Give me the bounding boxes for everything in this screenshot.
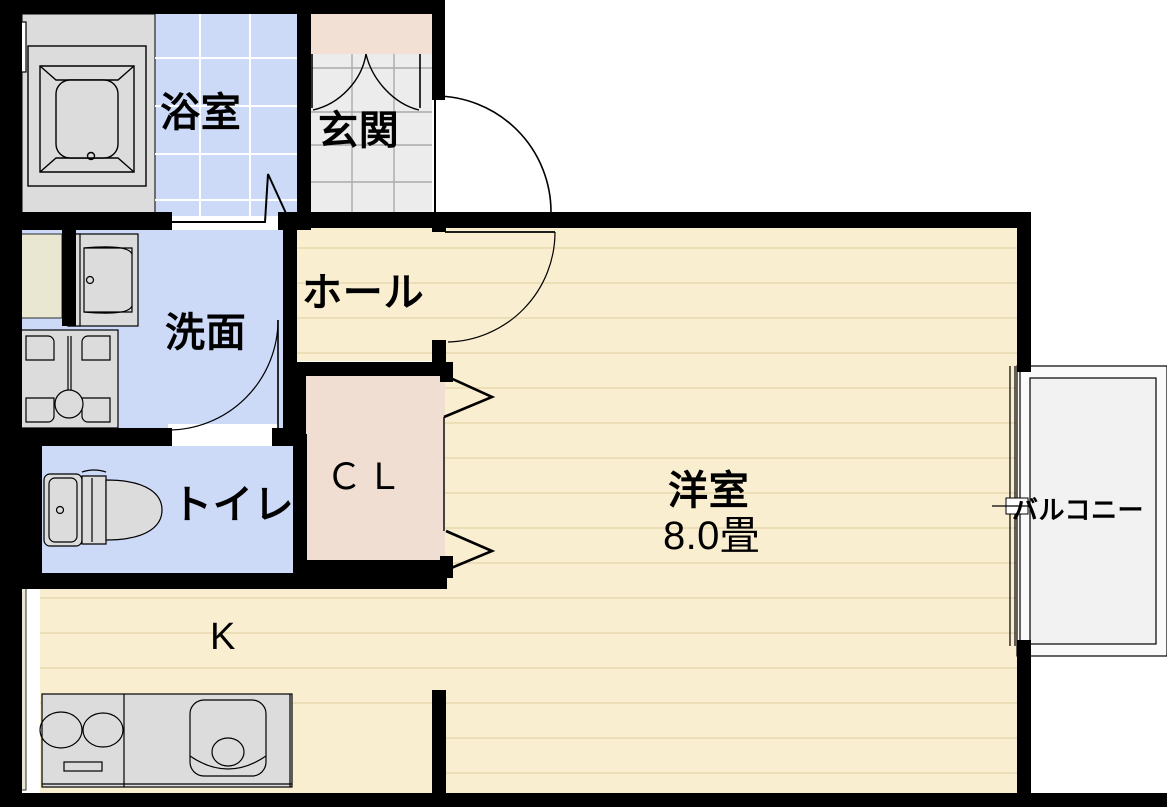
wall-outer-bottom <box>0 793 1167 807</box>
entrance-tile-grid <box>310 54 432 226</box>
main-room-floor-lines <box>445 247 1017 774</box>
meter-box <box>17 233 63 319</box>
room-label-closet: ＣＬ <box>326 456 407 497</box>
wall-bath-bottom <box>0 212 172 230</box>
washer-pan-icon <box>19 329 119 429</box>
wall-wash-bottom-right <box>272 428 297 446</box>
balcony-sliding-door <box>992 366 1029 646</box>
wall-kitchen-room-stub <box>432 690 446 795</box>
sink-drain <box>211 737 245 767</box>
entrance-door <box>434 95 552 213</box>
bathroom-folding-door <box>162 173 291 228</box>
wall-bath-entrance <box>297 0 311 228</box>
wall-hall-jamb-top <box>432 212 446 232</box>
wall-toilet-left <box>22 428 42 588</box>
room-label-kitchen: K <box>210 616 237 658</box>
stove-grill <box>63 761 103 772</box>
main-room-floor <box>445 226 1017 793</box>
toilet-icon <box>43 469 163 547</box>
wall-room-right-upper <box>1017 212 1031 372</box>
room-label-main-room-area: 8.0畳 <box>663 514 761 558</box>
wall-closet-top <box>293 362 453 376</box>
vanity-icon <box>67 233 139 327</box>
room-label-entrance: 玄関 <box>318 108 400 154</box>
room-label-hall: ホール <box>302 270 425 316</box>
bathtub-icon <box>27 45 147 187</box>
wall-closet-right-top <box>440 362 453 382</box>
room-label-washroom: 洗面 <box>165 310 247 356</box>
hall-floor-lines <box>297 247 445 354</box>
wall-outer-top-left <box>0 0 445 14</box>
room-label-main-room: 洋室 <box>668 468 750 514</box>
bathroom-tile-grid <box>155 14 297 226</box>
wall-left-window-top <box>0 0 22 22</box>
hall-room-door <box>445 231 556 343</box>
washroom-door <box>167 319 279 436</box>
room-label-toilet: トイレ <box>172 482 295 528</box>
stove-burner-right <box>82 712 124 748</box>
room-label-balcony: バルコニー <box>1012 496 1145 526</box>
wall-room-right-lower <box>1017 640 1031 800</box>
wall-hall-jamb-bottom <box>432 340 446 364</box>
kitchen-counter <box>39 693 293 788</box>
wall-left-window-bottom <box>0 72 22 807</box>
wall-entrance-bottom <box>297 212 445 228</box>
wall-vanity-divider <box>62 230 76 326</box>
wall-toilet-bottom <box>22 573 447 589</box>
balcony <box>1016 365 1167 657</box>
wall-room-top <box>432 212 1030 228</box>
room-label-bathroom: 浴室 <box>160 90 242 136</box>
entrance-partition <box>311 53 421 111</box>
closet-folding-doors <box>443 374 496 573</box>
wall-wash-bottom <box>0 428 172 446</box>
wall-entrance-right <box>432 0 445 100</box>
wall-closet-bottom <box>293 560 453 574</box>
wall-closet-right-bottom <box>440 556 453 578</box>
stove-burner-left <box>39 711 83 749</box>
wall-closet-left <box>293 362 306 574</box>
entrance-step <box>310 14 432 54</box>
closet-floor <box>305 376 445 573</box>
